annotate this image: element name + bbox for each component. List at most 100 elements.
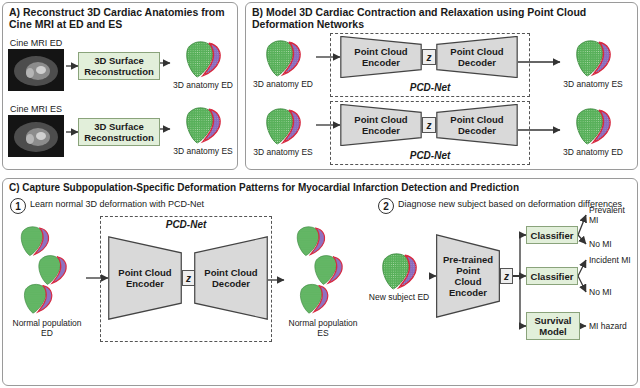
pcd-net-group: PCD-NetPoint Cloud EncoderzPoint Cloud D…	[100, 216, 272, 342]
output-label: No MI	[586, 286, 634, 298]
heart-illustration	[259, 103, 307, 147]
network-block-label: Point Cloud Decoder	[442, 114, 512, 136]
arrow-connector	[578, 235, 586, 244]
arrow-connector	[578, 260, 586, 276]
process-box: 3D Surface Reconstruction	[78, 118, 160, 146]
anatomy-label: Normal population ED	[8, 318, 86, 338]
process-box: Survival Model	[526, 312, 580, 340]
heart-illustration	[569, 103, 617, 147]
panel-title: A) Reconstruct 3D Cardiac Anatomies from…	[3, 3, 237, 33]
arrow-connector	[518, 129, 560, 130]
output-label: No MI	[586, 238, 634, 250]
latent-label: z	[427, 120, 432, 131]
arrow-connector	[580, 325, 586, 326]
box-label: 3D Surface Reconstruction	[81, 121, 157, 143]
label-holder: Learn normal 3D deformation with PCD-Net	[30, 199, 370, 210]
heart-illustration	[259, 35, 307, 79]
network-block-label: Point Cloud Decoder	[442, 46, 512, 68]
step-heading: Diagnose new subject based on deformatio…	[398, 199, 634, 210]
encoder-trapezoid: Point Cloud Encoder	[340, 104, 422, 146]
mri-image-node: Cine MRI ED	[6, 38, 66, 91]
anatomy-label: 3D anatomy ED	[173, 80, 233, 90]
decoder-trapezoid: Point Cloud Decoder	[436, 36, 518, 78]
heart-anatomy: 3D anatomy ES	[170, 102, 236, 156]
anatomy-label: New subject ED	[369, 292, 429, 302]
network-block-label: Point Cloud Decoder	[200, 267, 262, 289]
arrow-connector	[66, 65, 78, 66]
latent-label: z	[427, 52, 432, 63]
output-text: MI hazard	[589, 321, 634, 331]
anatomy-label: 3D anatomy ES	[563, 79, 623, 89]
output-text: No MI	[589, 287, 634, 297]
heart-anatomy: 3D anatomy ED	[250, 35, 316, 89]
step-number: 2	[383, 201, 389, 212]
heart-illustration	[375, 248, 423, 292]
network-name: PCD-Net	[410, 150, 451, 162]
mri-image	[8, 115, 64, 157]
process-box: 3D Surface Reconstruction	[78, 52, 160, 80]
network-block-label: Point Cloud Encoder	[346, 46, 416, 68]
arrow-connector	[578, 276, 586, 292]
arrow-connector	[160, 62, 170, 63]
arrow-connector	[316, 124, 340, 125]
box-label: Classifier	[531, 230, 574, 241]
heart-anatomy: New subject ED	[366, 248, 432, 302]
anatomy-label: Normal population ES	[284, 318, 362, 338]
image-label: Cine MRI ED	[10, 38, 63, 49]
network-name: PCD-Net	[410, 82, 451, 94]
arrow-connector	[578, 215, 586, 235]
panel: C) Capture Subpopulation-Specific Deform…	[2, 178, 638, 386]
heart-anatomy: 3D anatomy ED	[560, 103, 626, 157]
anatomy-label: 3D anatomy ED	[253, 79, 313, 89]
latent-box: z	[422, 117, 436, 133]
heart-population: Normal population ES	[284, 222, 362, 338]
arrow-connector	[160, 128, 170, 129]
step-number-circle: 1	[10, 198, 26, 214]
panel-title: B) Model 3D Cardiac Contraction and Rela…	[246, 3, 637, 33]
arrow-connector	[316, 56, 340, 57]
panel: A) Reconstruct 3D Cardiac Anatomies from…	[2, 2, 238, 170]
arrow-connector	[518, 61, 560, 62]
decoder-trapezoid: Point Cloud Decoder	[194, 236, 268, 320]
encoder-trapezoid: Point Cloud Encoder	[108, 236, 182, 320]
arrow-connector	[513, 276, 526, 326]
encoder-trapezoid: Pre-trained Point Cloud Encoder	[436, 234, 500, 318]
box-label: Classifier	[531, 271, 574, 282]
heart-illustration	[288, 222, 358, 318]
latent-box: z	[500, 268, 513, 284]
anatomy-label: 3D anatomy ES	[253, 147, 313, 157]
heart-population: Normal population ED	[8, 222, 86, 338]
panel-title: C) Capture Subpopulation-Specific Deform…	[3, 179, 637, 197]
heart-illustration	[12, 222, 82, 318]
step-number-circle: 2	[378, 198, 394, 214]
latent-label: z	[504, 271, 509, 282]
step-number: 1	[15, 201, 21, 212]
arrow-connector	[513, 235, 526, 276]
step-heading: Learn normal 3D deformation with PCD-Net	[30, 199, 370, 210]
label-holder: Diagnose new subject based on deformatio…	[398, 199, 634, 210]
mri-image	[8, 49, 64, 91]
mri-image-node: Cine MRI ES	[6, 104, 66, 157]
heart-anatomy: 3D anatomy ES	[560, 35, 626, 89]
decoder-trapezoid: Point Cloud Decoder	[436, 104, 518, 146]
arrow-connector	[432, 275, 436, 276]
anatomy-label: 3D anatomy ES	[173, 146, 233, 156]
pcd-net-group: PCD-Net Point Cloud Encoder z Point Cloud D…	[330, 33, 530, 97]
encoder-trapezoid: Point Cloud Encoder	[340, 36, 422, 78]
arrow-connector	[268, 279, 284, 280]
heart-illustration	[569, 35, 617, 79]
heart-anatomy: 3D anatomy ED	[170, 36, 236, 90]
process-box: Classifier	[526, 226, 578, 244]
network-block-label: Point Cloud Encoder	[114, 267, 176, 289]
heart-anatomy: 3D anatomy ES	[250, 103, 316, 157]
heart-illustration	[179, 102, 227, 146]
heart-illustration	[179, 36, 227, 80]
anatomy-label: 3D anatomy ED	[563, 147, 623, 157]
output-text: No MI	[589, 239, 634, 249]
arrow-connector	[86, 277, 108, 278]
box-label: Survival Model	[529, 315, 577, 337]
network-block-label: Pre-trained Point Cloud Encoder	[442, 254, 494, 298]
output-label: Incident MI	[586, 254, 634, 266]
output-text: Incident MI	[589, 255, 634, 265]
